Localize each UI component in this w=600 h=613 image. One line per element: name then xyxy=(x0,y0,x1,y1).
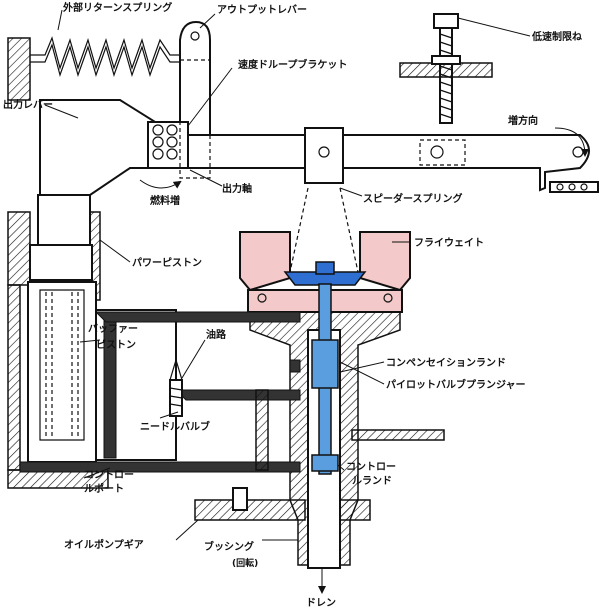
label-power-output-lever: 出力レバー xyxy=(3,98,53,111)
label-oil-pump-gear: オイルポンプギア xyxy=(64,538,144,551)
needle-valve xyxy=(169,357,183,417)
oil-channels xyxy=(19,311,301,473)
label-control-port-2: ルポート xyxy=(84,482,124,495)
ballhead-plate xyxy=(283,261,367,286)
leader-lines xyxy=(44,9,531,541)
buffer-piston xyxy=(95,309,177,461)
label-output-shaft: 出力軸 xyxy=(222,182,252,195)
increase-direction-wheel xyxy=(549,127,599,193)
label-needle-valve: ニードルバルブ xyxy=(140,420,210,433)
label-fuel-increase: 燃料増 xyxy=(150,194,180,207)
label-output-lever: アウトプットレバー xyxy=(217,3,307,16)
label-compensation-land: コンペンセイションランド xyxy=(386,357,506,369)
fuel-increase-arrow xyxy=(139,179,182,189)
output-lever xyxy=(179,20,211,141)
left-housing xyxy=(7,211,109,489)
label-drain: ドレン xyxy=(306,597,336,609)
label-buffer-piston-1: バッファー xyxy=(88,323,138,335)
speed-droop-bracket xyxy=(147,59,211,179)
right-oil-pipe xyxy=(351,429,445,441)
label-bushing: ブッシング xyxy=(204,540,254,553)
oil-pump-gear xyxy=(194,487,371,521)
label-oil-passage: 油路 xyxy=(206,328,227,341)
pilot-valve-plunger xyxy=(311,283,339,475)
label-rotation: (回転) xyxy=(232,557,258,569)
label-low-speed-limit-screw: 低速制限ね xyxy=(531,30,582,43)
left-wall-top xyxy=(7,37,31,101)
label-control-port-1: コントロー xyxy=(84,469,134,481)
label-pilot-valve-plunger: パイロットバルブプランジャー xyxy=(386,378,526,391)
main-horizontal-lever xyxy=(39,99,590,196)
label-power-piston: パワーピストン xyxy=(132,257,202,269)
label-control-land-2: ルランド xyxy=(352,475,392,487)
label-increase-direction: 増方向 xyxy=(508,114,538,127)
external-return-spring xyxy=(30,36,182,78)
label-speeder-spring: スピーダースプリング xyxy=(363,192,463,205)
label-flyweight: フライウェイト xyxy=(414,237,484,249)
speeder-spring xyxy=(289,187,359,273)
label-speed-droop-bracket: 速度ドループブラケット xyxy=(238,58,347,71)
label-external-return-spring: 外部リターンスプリング xyxy=(62,1,172,14)
label-control-land-1: コントロー xyxy=(346,461,396,473)
low-speed-limit-screw xyxy=(399,13,493,124)
label-buffer-piston-2: ピストン xyxy=(96,339,136,351)
power-piston xyxy=(27,194,97,463)
